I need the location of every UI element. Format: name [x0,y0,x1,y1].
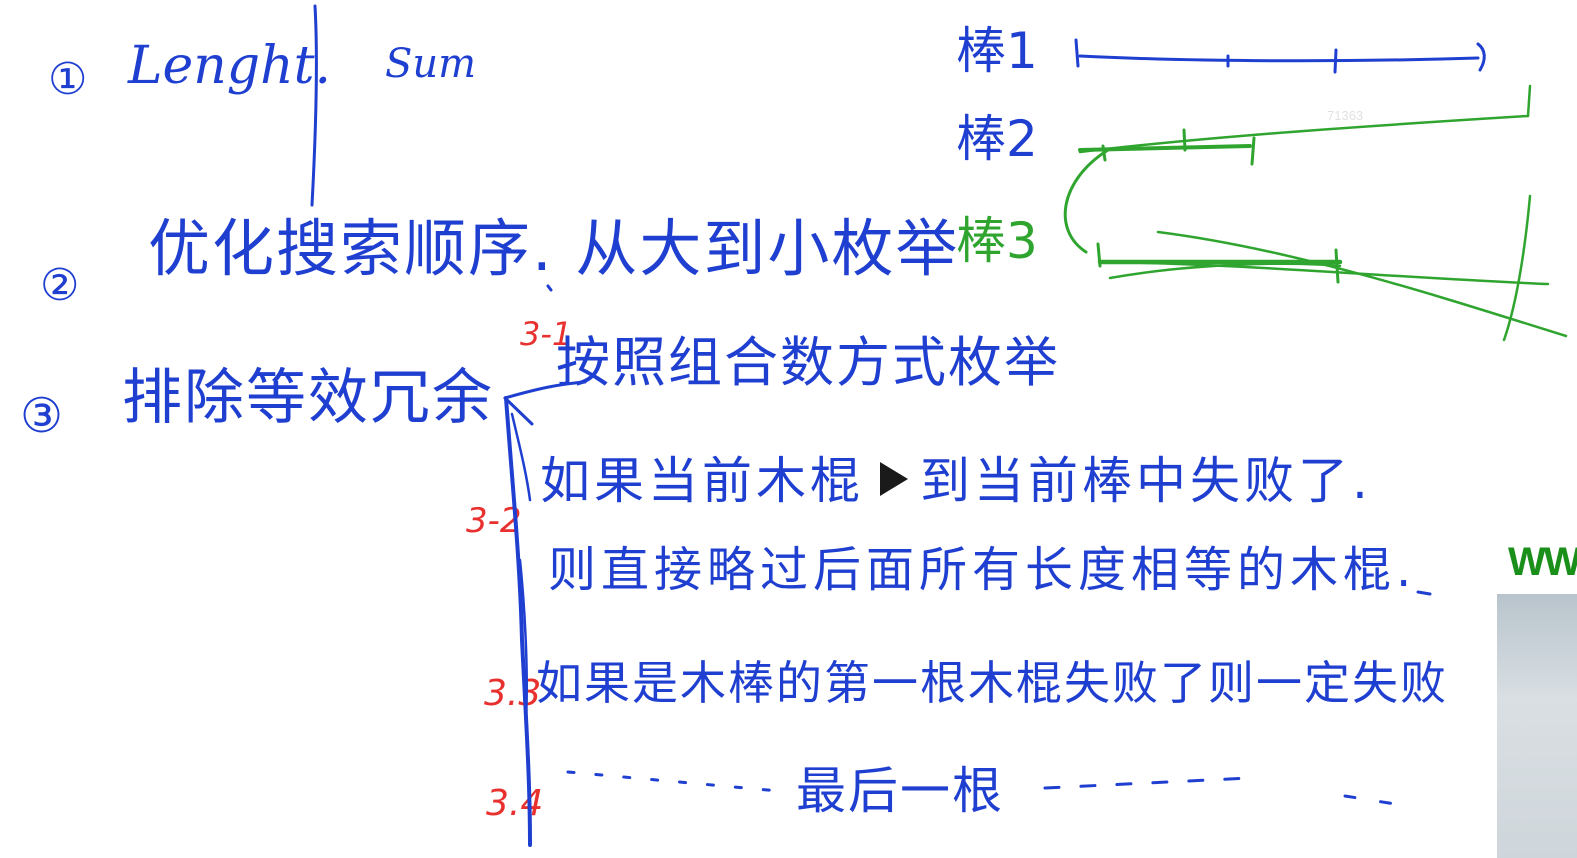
section2-number: ② [40,260,80,311]
item-3-2-line1b: 到当前棒中失败了. [920,452,1372,510]
stick-connector-arc [1063,148,1110,254]
section2-text: 优化搜索顺序. 从大到小枚举 [148,212,960,285]
stick-2-line [1078,114,1530,154]
stick-1-label: 棒1 [956,22,1038,80]
stick-1-line [1078,54,1480,63]
stick-3-line [1098,260,1550,286]
item-3-2-line2: 则直接略过后面所有长度相等的木棍. [548,542,1417,598]
section1-number: ① [48,54,88,105]
section3-number: ③ [20,388,64,444]
item-3-2-line1: 如果当前木棍 [540,452,864,510]
label-3-1: 3-1 [520,315,573,353]
item-3-1-text: 按照组合数方式枚举 [556,331,1060,394]
item-3-4-text: 最后一根 [796,762,1004,820]
vertical-connector [504,396,532,847]
dashes-left [566,770,792,794]
label-3-3: 3.3 [484,673,542,714]
label-3-2: 3-2 [466,501,522,541]
item-3-3-text: 如果是木棒的第一根木棍失败了则一定失败 [536,656,1448,710]
section1-sum-word: Sum [385,41,477,87]
section3-text: 排除等效冗余 [122,363,494,433]
section1-length-word: Lenght. [128,36,331,96]
video-play-icon[interactable] [880,462,908,496]
overlay-logo-text: WW [1508,540,1577,584]
stick-3-label: 棒3 [956,212,1038,270]
label-3-4: 3.4 [486,783,544,824]
stick-2-label: 棒2 [956,110,1038,168]
watermark: 71363 [1327,108,1364,123]
webcam-overlay [1497,594,1577,858]
dashes-right [1043,776,1252,790]
bracket-tick [503,396,534,426]
